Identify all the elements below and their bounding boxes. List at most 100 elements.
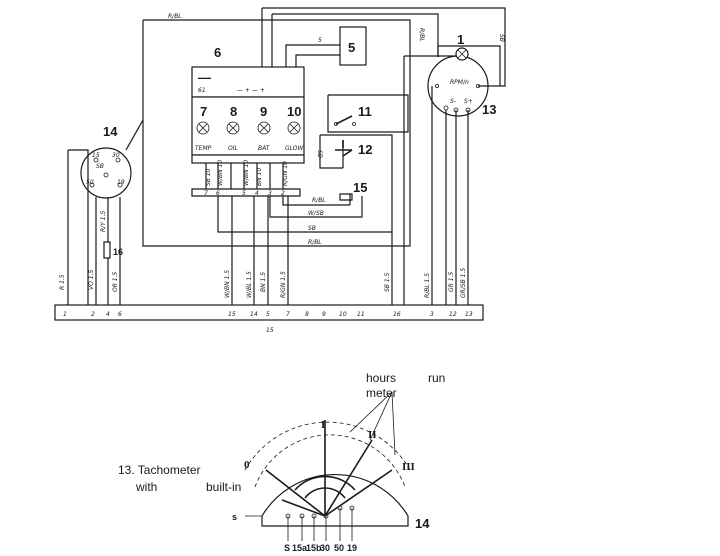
svg-text:19: 19 — [347, 543, 357, 553]
svg-text:5: 5 — [266, 311, 270, 318]
svg-text:16: 16 — [393, 311, 401, 318]
switch-pin — [117, 182, 123, 188]
roman-II: II — [368, 429, 377, 441]
roman-III: III — [402, 461, 415, 473]
svg-text:8: 8 — [305, 311, 309, 318]
warning-lamps — [196, 121, 301, 135]
svg-text:15: 15 — [228, 311, 236, 318]
bus-wire-label: SB 10 — [205, 168, 212, 186]
wire-label: SB — [498, 34, 505, 42]
wire-label: SB 1.5 — [384, 272, 391, 292]
wire-label: R/BL — [168, 13, 182, 20]
svg-text:4: 4 — [106, 311, 110, 318]
panel-minus: — — [198, 70, 211, 85]
bus-num: 6 — [216, 190, 220, 197]
tach-terminal-s-minus: S- — [450, 98, 456, 105]
svg-text:2: 2 — [91, 311, 95, 318]
hours-label: hours — [366, 371, 396, 385]
component-12-label: 12 — [358, 142, 372, 157]
svg-text:12: 12 — [449, 311, 457, 318]
svg-text:11: 11 — [357, 311, 365, 318]
lamp-number-7: 7 — [200, 104, 207, 119]
component-13-label: 13 — [482, 102, 496, 117]
svg-text:13: 13 — [465, 311, 473, 318]
run-label: run — [428, 371, 445, 385]
tach-pin — [434, 84, 439, 89]
component-1-label: 1 — [457, 32, 464, 47]
panel-bottom — [191, 96, 305, 156]
lamp-number-10: 10 — [287, 104, 301, 119]
svg-text:S: S — [284, 543, 290, 553]
wire-label: R/BL 1.5 — [424, 273, 431, 298]
key-pin-num: 50 — [86, 179, 94, 186]
tach-terminal-s-plus: S+ — [464, 98, 473, 105]
tach-dial-label: RPM/n — [450, 79, 469, 86]
gauge-terminals: S 15a 15b 30 50 19 — [284, 543, 357, 553]
tachometer-caption-line3: built-in — [206, 480, 241, 494]
wire-label: BN 1.5 — [260, 272, 267, 292]
lamp-label-glow: GLOW — [285, 145, 305, 152]
switch-pin — [103, 172, 109, 178]
key-pin-num: 19 — [117, 179, 125, 186]
svg-text:15a: 15a — [292, 543, 308, 553]
terminal-strip — [54, 304, 484, 321]
wire-label: W/BN 1.5 — [224, 270, 231, 298]
wiring — [67, 7, 506, 305]
meter-label: meter — [366, 386, 397, 400]
svg-text:7: 7 — [286, 311, 290, 318]
lamp-label-bat: BAT — [258, 145, 271, 152]
component-5-label: 5 — [348, 40, 355, 55]
svg-text:3: 3 — [430, 311, 434, 318]
wire-label: SB — [316, 150, 323, 158]
wire-label: R/BL — [312, 197, 326, 204]
component-15-label: 15 — [353, 180, 367, 195]
wire-label: R/BL — [418, 28, 425, 42]
bus-num: 2 — [281, 190, 285, 197]
panel-top — [191, 66, 305, 98]
component-11-label: 11 — [358, 104, 372, 119]
svg-text:1: 1 — [63, 311, 67, 318]
wire-label: 5 — [318, 37, 322, 44]
switch-pin — [93, 157, 99, 163]
roman-0: 0 — [244, 459, 250, 471]
wire-label: W/BL 1.5 — [246, 271, 253, 298]
wire-label: R/BL — [308, 239, 322, 246]
bus-num: 7 — [204, 190, 208, 197]
bus-wire-label: R/GN 10 — [282, 161, 289, 186]
svg-text:15b: 15b — [306, 543, 322, 553]
relay-box — [339, 26, 367, 66]
key-pin-num: 30 — [112, 152, 120, 159]
connector-numbers: 1 2 4 6 15 14 5 7 8 9 10 11 16 3 12 13 — [63, 311, 473, 318]
wire-label: R 1.5 — [59, 274, 66, 290]
bus-wire-label: W/BN 10 — [243, 160, 250, 186]
key-pin-num: SB — [96, 163, 104, 170]
key-pin-num: 15 — [92, 152, 100, 159]
wire-label: OR 1.5 — [112, 271, 119, 292]
svg-text:50: 50 — [334, 543, 344, 553]
wire-label: GR 1.5 — [448, 272, 455, 292]
wire-label: VO 1.5 — [88, 270, 95, 290]
lamp-label-temp: TEMP — [195, 145, 212, 152]
wire-label: R/Y 1.5 — [100, 211, 107, 232]
component-6-label: 6 — [214, 45, 221, 60]
svg-text:6: 6 — [118, 311, 122, 318]
bus-num: 3 — [268, 190, 272, 197]
component-16-label: 16 — [113, 247, 123, 257]
lamp-label-oil: OIL — [228, 145, 238, 152]
tachometer-caption-line2: with — [135, 480, 157, 494]
component-14-label: 14 — [103, 124, 118, 139]
panel-terminal-61: 61 — [198, 87, 206, 94]
svg-text:9: 9 — [322, 311, 326, 318]
panel-base — [191, 154, 305, 164]
switch-pin — [89, 182, 95, 188]
svg-text:30: 30 — [320, 543, 330, 553]
bus-wire-label: W/BN 10 — [217, 160, 224, 186]
roman-I: I — [321, 419, 325, 431]
lamp-1-cross — [457, 49, 467, 59]
bus-wire-label: BN 10 — [256, 168, 263, 186]
cut-off-label: 15 — [266, 327, 274, 334]
bus-num: 5 — [242, 190, 246, 197]
lamp-number-9: 9 — [260, 104, 267, 119]
